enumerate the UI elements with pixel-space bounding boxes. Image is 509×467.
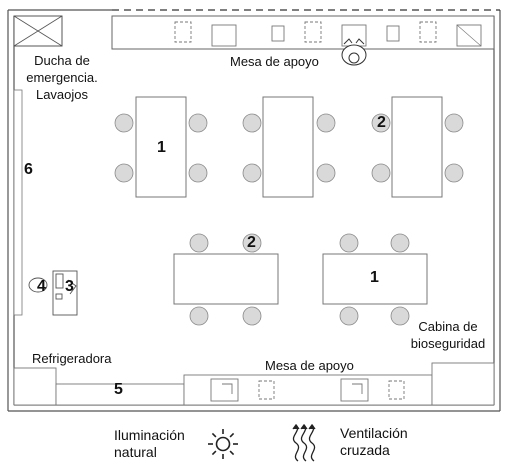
stools-bottom-row	[189, 233, 410, 326]
table-bottom-1	[173, 253, 279, 305]
shower-label: Ducha de emergencia. Lavaojos	[26, 52, 98, 103]
shower-label-line3: Lavaojos	[35, 87, 89, 102]
number-1-right: 1	[370, 269, 379, 286]
mesa-bottom-counter	[183, 374, 433, 406]
legend-ventilacion: Ventilación cruzada	[340, 425, 408, 459]
tables-bottom-row	[173, 253, 428, 305]
refrigerator-label: Refrigeradora	[32, 351, 112, 366]
sun-icon	[208, 429, 238, 459]
number-6: 6	[24, 161, 33, 178]
equipment-left	[28, 270, 78, 316]
refrigerator	[13, 367, 57, 406]
table-bottom-2	[322, 253, 428, 305]
number-4: 4	[37, 278, 46, 295]
number-3: 3	[65, 278, 74, 295]
legend-ventilacion-line2: cruzada	[340, 442, 390, 458]
tables-top-row	[135, 96, 443, 198]
table-top-2	[262, 96, 314, 198]
legend-ventilacion-line1: Ventilación	[340, 425, 408, 441]
mesa-bottom-label: Mesa de apoyo	[265, 358, 354, 373]
stools-top-row	[114, 113, 464, 183]
number-5: 5	[114, 381, 123, 398]
table-top-3	[391, 96, 443, 198]
table-top-1	[135, 96, 187, 198]
shower-label-line2: emergencia.	[26, 70, 98, 85]
mesa-bottom-equipment	[210, 378, 405, 402]
left-strip	[13, 89, 23, 316]
legend-iluminacion-line1: Iluminación	[114, 427, 185, 443]
airflow-icon	[292, 423, 316, 462]
legend-iluminacion: Iluminación natural	[114, 427, 185, 461]
cabinet-label: Cabina de bioseguridad	[408, 318, 488, 352]
person-top-icon	[341, 38, 367, 66]
mesa-top-label: Mesa de apoyo	[230, 54, 319, 69]
legend-iluminacion-line2: natural	[114, 444, 157, 460]
mesa-top-counter	[111, 15, 495, 50]
number-1-left: 1	[157, 139, 166, 156]
number-2-top: 2	[377, 114, 386, 131]
biosafety-cabinet	[431, 362, 495, 406]
cabinet-label-line1: Cabina de	[418, 319, 478, 334]
number-2-mid: 2	[247, 234, 256, 251]
mesa-top-equipment	[174, 21, 482, 47]
cabinet-label-line2: bioseguridad	[410, 336, 486, 351]
shower-label-line1: Ducha de	[34, 53, 90, 68]
